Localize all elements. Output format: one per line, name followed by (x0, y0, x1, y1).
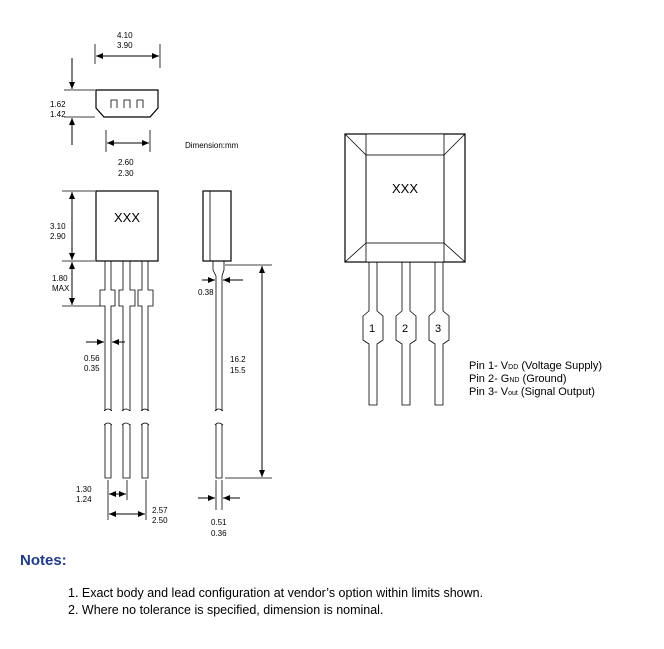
pinout-view: XXX 1 2 3 Pin 1- VDD (Voltage Supply) Pi… (344, 133, 602, 406)
pin-3-label: 3 (435, 323, 441, 335)
top-height-min: 1.42 (50, 110, 66, 119)
front-body-height-max: 3.10 (50, 222, 66, 231)
front-pitch-max: 1.30 (76, 485, 92, 494)
side-thickness-max: 0.51 (211, 518, 227, 527)
notes-title: Notes: (20, 552, 67, 569)
top-width-max: 4.10 (117, 31, 133, 40)
top-inner-max: 2.60 (118, 158, 134, 167)
top-width-min: 3.90 (117, 41, 133, 50)
front-shoulder-max: 1.80 (52, 274, 68, 283)
side-lead-length-max: 16.2 (230, 355, 246, 364)
side-offset: 0.38 (198, 288, 214, 297)
pin-2-label: 2 (402, 323, 408, 335)
pinout-marking: XXX (392, 181, 418, 196)
pin-1: 1 (362, 262, 384, 406)
side-view-body (202, 190, 232, 262)
pin-legend-1: Pin 1- VDD (Voltage Supply) (469, 360, 602, 372)
note-item: 2. Where no tolerance is specified, dime… (68, 603, 384, 617)
pin-2: 2 (395, 262, 417, 406)
front-view-body (95, 190, 159, 262)
pin-3: 3 (428, 262, 450, 406)
front-leads-lower (104, 424, 149, 479)
pin-legend-2: Pin 2- GND (Ground) (469, 373, 567, 385)
pin-legend-3: Pin 3- Vout (Signal Output) (469, 386, 595, 398)
front-lead-width-min: 0.35 (84, 364, 100, 373)
front-span-min: 2.50 (152, 516, 168, 525)
notes-list: 1. Exact body and lead configuration at … (68, 585, 483, 619)
side-thickness-min: 0.36 (211, 529, 227, 538)
side-view: 0.38 16.2 15.5 0.51 0.36 (198, 190, 272, 538)
package-drawing: 4.10 3.90 1.62 1.42 2.60 2.30 Dimension:… (50, 31, 602, 538)
top-height-max: 1.62 (50, 100, 66, 109)
side-lead-length-min: 15.5 (230, 366, 246, 375)
top-inner-min: 2.30 (118, 169, 134, 178)
top-view-body (95, 89, 159, 118)
pin-1-label: 1 (369, 323, 375, 335)
front-lead-width-max: 0.56 (84, 354, 100, 363)
front-leads-upper (99, 261, 154, 411)
note-item: 1. Exact body and lead configuration at … (68, 586, 484, 600)
front-shoulder-note: MAX (52, 284, 70, 293)
front-span-max: 2.57 (152, 506, 168, 515)
dimension-unit-label: Dimension:mm (185, 141, 239, 150)
top-view: 4.10 3.90 1.62 1.42 2.60 2.30 (50, 31, 161, 178)
pin-legend: Pin 1- VDD (Voltage Supply) Pin 2- GND (… (469, 360, 602, 398)
front-pitch-min: 1.24 (76, 495, 92, 504)
front-view-marking: XXX (114, 210, 140, 225)
front-body-height-min: 2.90 (50, 232, 66, 241)
front-view: XXX 3.10 2.90 1.80 MAX (50, 190, 168, 525)
